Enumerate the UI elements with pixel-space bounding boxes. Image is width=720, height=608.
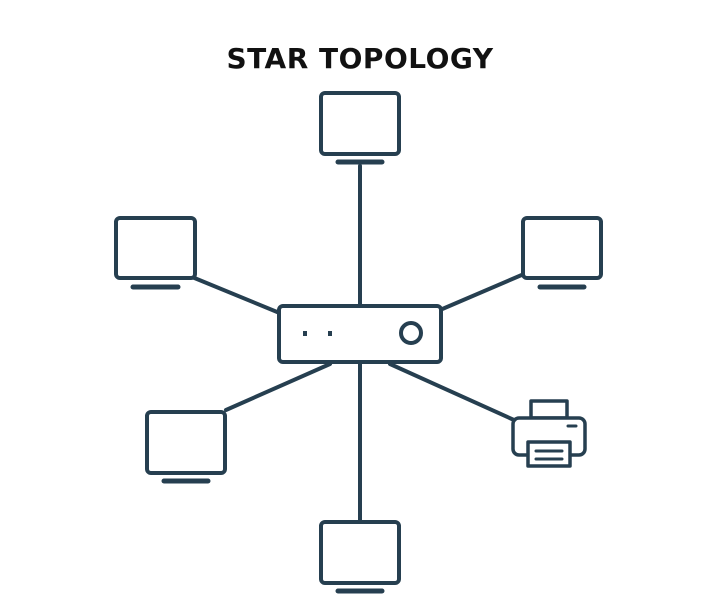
monitor-icon-upper-right <box>521 216 603 290</box>
link-upper-right <box>438 272 526 312</box>
monitor-icon-top <box>319 91 401 165</box>
network-switch-icon <box>277 304 443 364</box>
diagram-title: STAR TOPOLOGY <box>226 42 494 75</box>
link-lower-left <box>224 362 332 412</box>
monitor-icon-lower-left <box>145 410 227 484</box>
monitor-icon-bottom <box>319 520 401 594</box>
monitor-icon-upper-left <box>114 216 197 290</box>
link-upper-left <box>190 275 284 316</box>
printer-icon <box>511 399 587 468</box>
link-printer <box>388 362 516 422</box>
